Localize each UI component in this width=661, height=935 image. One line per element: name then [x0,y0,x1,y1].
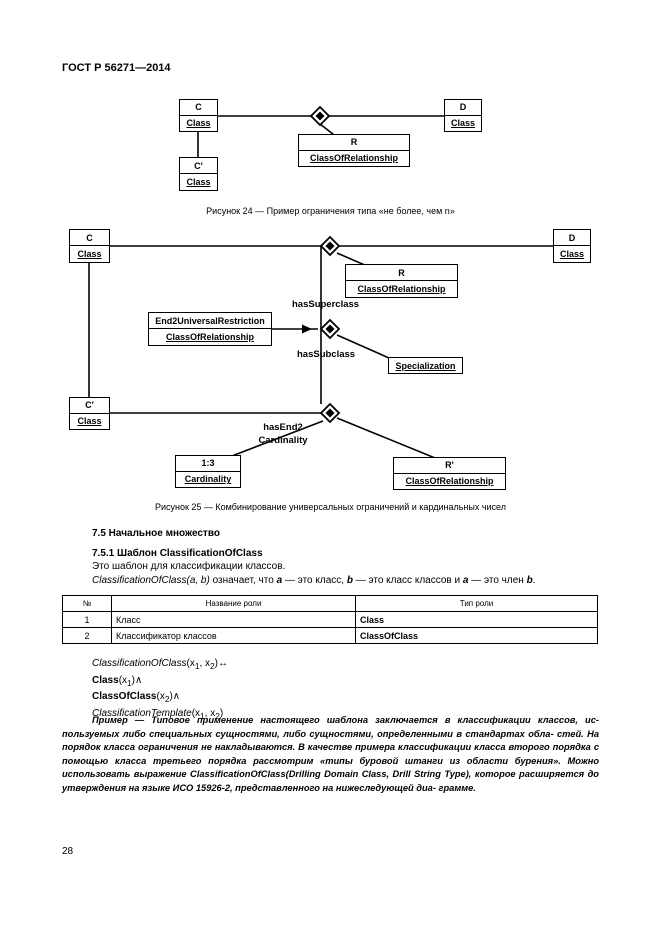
fig25-relationship-r-prime: R'ClassOfRelationship [393,457,506,490]
col-role-name-header: Название роли [111,595,356,612]
roles-table: № Название роли Тип роли 1 Класс Class 2… [62,595,598,644]
has-end2-label: hasEnd2 Cardinality [258,422,308,446]
intro-text: Это шаблон для классификации классов. [92,561,286,572]
has-superclass-label: hasSuperclass [292,299,360,310]
table-row: 1 Класс Class [62,611,598,628]
formula-line-1: ClassificationOfClass(x1, x2)↔ [92,658,229,671]
col-role-type-header: Тип роли [355,595,598,612]
figure-24-connectors [197,105,445,158]
figure-25-connectors [88,235,554,461]
subsection-heading: 7.5.1 Шаблон ClassificationOfClass [92,548,263,559]
table-row: 2 Классификатор классов ClassOfClass [62,627,598,644]
example-note: Пример — Типовое применение настоящего ш… [62,715,600,793]
table-header-row: № Название роли Тип роли [62,595,598,612]
formula-line-4: ClassificationTemplate(x1, x2) [92,707,224,721]
page-number: 28 [62,846,74,857]
formula-line-3: ClassOfClass(x2)∧ [92,691,181,704]
formula-line-2: Class(x1)∧ [92,674,143,688]
section-heading: 7.5 Начальное множество [92,528,220,539]
fig24-class-c-prime: C'Class [179,157,218,191]
col-number-header: № [62,595,112,612]
document-header: ГОСТ Р 56271—2014 [62,62,171,74]
fig25-specialization: Specialization [388,357,463,374]
has-subclass-label: hasSubclass [297,349,356,360]
figure-24-caption: Рисунок 24 — Пример ограничения типа «не… [206,206,455,216]
formula-block: ClassificationOfClass(x1, x2)↔ Class(x1)… [92,657,228,723]
meaning-text: ClassificationOfClass(a, b) означает, чт… [92,575,536,586]
figure-25-caption: Рисунок 25 — Комбинирование универсальны… [154,502,507,512]
fig25-class-c-prime: C'Class [69,397,110,430]
